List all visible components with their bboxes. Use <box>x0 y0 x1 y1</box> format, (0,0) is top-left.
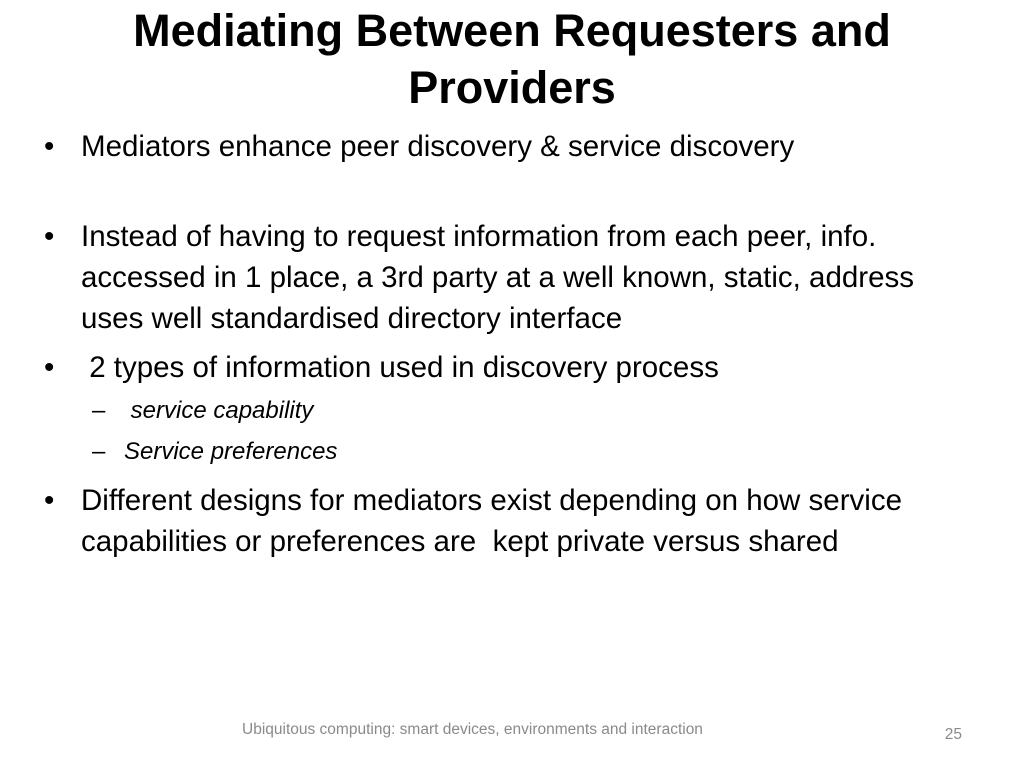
sub-bullet-item: – service capability <box>0 390 1024 431</box>
bullet-marker: • <box>44 484 55 517</box>
bullet-item: • Instead of having to request informati… <box>0 216 1024 339</box>
slide-footer: Ubiquitous computing: smart devices, env… <box>242 721 703 738</box>
bullet-item: • Mediators enhance peer discovery & ser… <box>0 126 1024 167</box>
bullet-marker: • <box>44 220 55 253</box>
page-number: 25 <box>944 726 962 743</box>
bullet-item: • Different designs for mediators exist … <box>0 480 1024 562</box>
sub-bullet-item: – Service preferences <box>0 431 1024 472</box>
bullet-marker: • <box>44 351 55 384</box>
sub-bullet-text: service capability <box>124 397 314 424</box>
sub-bullet-marker: – <box>92 438 106 465</box>
bullet-text: 2 types of information used in discovery… <box>81 351 719 384</box>
bullet-text: Instead of having to request information… <box>81 220 914 335</box>
sub-bullet-text: Service preferences <box>124 438 338 465</box>
bullet-item: • 2 types of information used in discove… <box>0 347 1024 388</box>
slide-title: Mediating Between Requesters and Provide… <box>133 5 891 113</box>
slide-content: • Mediators enhance peer discovery & ser… <box>0 126 1024 562</box>
bullet-text: Different designs for mediators exist de… <box>81 484 911 558</box>
sub-bullet-marker: – <box>92 397 106 424</box>
bullet-marker: • <box>44 130 55 163</box>
bullet-text: Mediators enhance peer discovery & servi… <box>81 130 795 163</box>
